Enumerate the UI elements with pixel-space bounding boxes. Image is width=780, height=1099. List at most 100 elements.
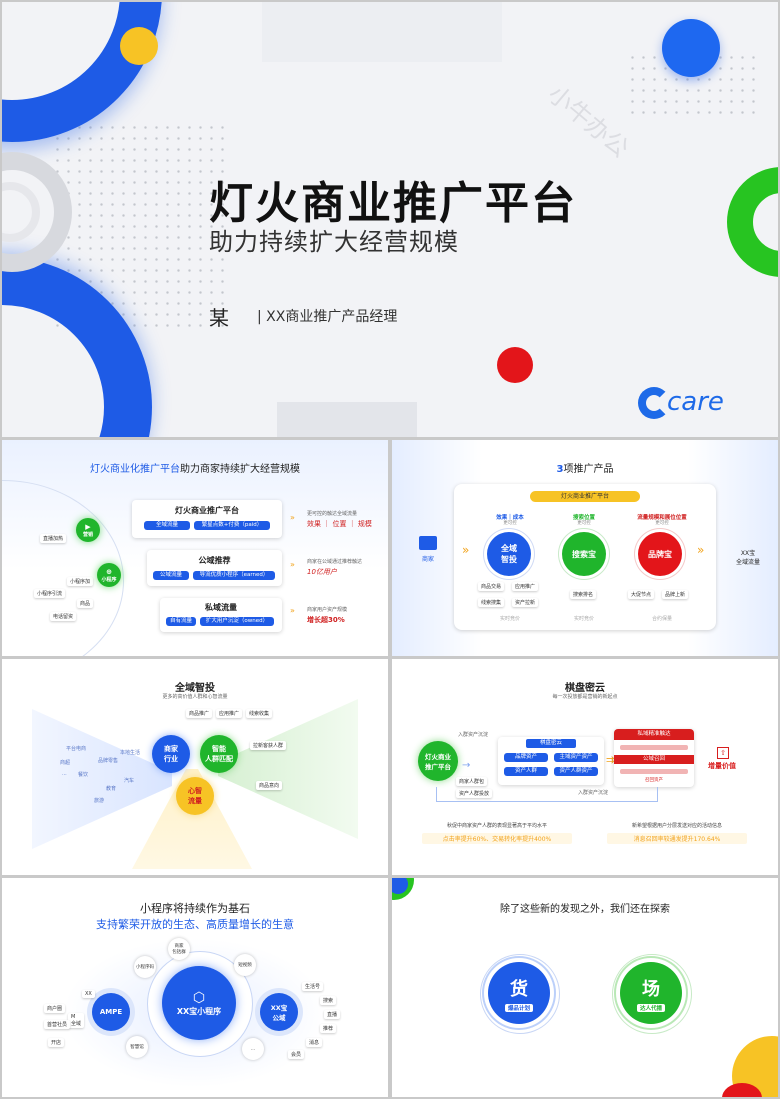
right-tag: 消息: [306, 1038, 323, 1047]
item-tag: 大促节点: [628, 590, 655, 599]
cloud-tag: 主域资产资产: [554, 753, 598, 762]
slide1-title: 灯火商业化推广平台助力商家持续扩大经营规模: [2, 460, 388, 475]
goods-label: 爆品计划: [504, 1003, 533, 1012]
red-dot: [722, 1083, 762, 1097]
arrow-icon: ⇉: [606, 755, 615, 766]
col-sub: 更可控: [577, 521, 591, 526]
slide4-title: 棋盘密云: [565, 683, 605, 694]
col-head: 搜索位置: [572, 515, 595, 521]
col-head: 流量规模和展位位置: [637, 515, 687, 521]
grey-ring-inner: [2, 182, 40, 242]
grey-block: [262, 2, 502, 62]
up-arrow-icon: ⇧: [717, 747, 729, 759]
arrow-icon: »: [290, 560, 295, 569]
circle-platform: 灯火商业 推广平台: [418, 741, 458, 781]
col-sub: 更可控: [655, 521, 669, 526]
circle-merchant: 商家 行业: [152, 735, 190, 773]
blue-arc-top: [2, 2, 162, 142]
ring-tag: 商家 包括群: [168, 938, 190, 960]
miniapp-slide[interactable]: 小程序将持续作为基石 支持繁荣开放的生态、高质量增长的生意 ⬡ XX宝小程序 A…: [2, 878, 388, 1097]
left-tag: 小程序引流: [34, 589, 66, 598]
green-fan: [218, 699, 358, 839]
blue-dot: [662, 19, 720, 77]
slide5-subtitle: 支持繁荣开放的生态、高质量增长的生意: [96, 918, 294, 931]
industry-label: 旅游: [94, 798, 105, 804]
node-label: 营销: [82, 531, 93, 538]
title-number: 3: [556, 464, 564, 475]
title-rest: 助力商家持续扩大经营规模: [180, 464, 300, 475]
cover-slide[interactable]: 灯火商业推广平台 助力持续扩大经营规模 某 | XX商业推广产品经理 care …: [2, 2, 778, 437]
box-title: 私域流量: [205, 603, 237, 612]
left-tag: M 全域: [68, 1013, 85, 1028]
industry-label: 商超: [60, 760, 71, 766]
left-tag: XX: [82, 990, 95, 998]
box-title: 灯火商业推广平台: [175, 506, 239, 515]
note-main: 10亿用户: [307, 568, 337, 576]
box-tag: 繁星点数+付费（paid）: [194, 521, 270, 530]
center-label: XX宝小程序: [176, 1006, 222, 1016]
smart-delivery-slide[interactable]: 全域智投 更多的高价值人群和心智流量 商家 行业 智能 人群匹配 心智 流量 平…: [2, 659, 388, 875]
presenter-name: 某: [209, 306, 229, 330]
loop-line: [436, 787, 658, 802]
node-marketing: ▶营销: [76, 518, 100, 542]
industry-label: 品牌零售: [98, 758, 119, 764]
circle-audience: 智能 人群匹配: [200, 735, 238, 773]
ring-tag: 短视频: [234, 954, 256, 976]
ring-tag: 小程序码: [134, 956, 156, 978]
arrow-icon: →: [462, 760, 471, 771]
explore-slide[interactable]: 除了这些新的发现之外，我们还在探索 货 爆品计划 场 达人代播: [392, 878, 778, 1097]
circle-goods: 货 爆品计划: [488, 962, 550, 1024]
reach-bar: [620, 745, 688, 750]
care-logo-icon: [638, 387, 670, 419]
ring-outer: [480, 954, 560, 1034]
industry-label: 汽车: [124, 778, 135, 784]
ring-tag: ...: [242, 1038, 264, 1060]
play-icon: ▶: [85, 522, 91, 531]
left-tag: 直播加热: [40, 534, 67, 543]
right-tag: 推荐: [320, 1024, 337, 1033]
arrow-icon: »: [290, 606, 295, 615]
box-private: 私域流量 自有流量 扩大用户沉淀（owned）: [160, 598, 282, 632]
reach-box: 私域精准触达 公域召回 召回资产: [614, 729, 694, 787]
scene-label: 达人代播: [636, 1003, 665, 1012]
circle-public: XX宝 公域: [260, 993, 298, 1031]
left-tag: 商户圈: [44, 1004, 66, 1013]
right-tag: 搜索: [320, 996, 337, 1005]
col-foot: 实时竞价: [499, 616, 520, 622]
yellow-dot: [120, 27, 158, 65]
platform-slide[interactable]: 灯火商业化推广平台助力商家持续扩大经营规模 直播加热 小程序加 小程序引流 商品…: [2, 440, 388, 656]
note-sub: 更可控的触达全域流量: [307, 511, 358, 517]
title-rest: 项推广产品: [563, 464, 614, 475]
data-cloud-slide[interactable]: 棋盘密云 每一次投放都是营销的新起点 灯火商业 推广平台 入群资产沉淀 → 棋盘…: [392, 659, 778, 875]
slide2-title: 3项推广产品: [392, 460, 778, 475]
reach-foot: 召回资产: [645, 778, 663, 783]
circle-ampe: AMPE: [92, 993, 130, 1031]
left-tag: 商品: [77, 599, 94, 608]
cloud-tag: 资产人群: [504, 767, 548, 776]
slide4-subtitle: 每一次投放都是营销的新起点: [552, 694, 618, 700]
note-main: 增长超30%: [307, 616, 345, 624]
col-foot: 合约保量: [651, 616, 672, 622]
ring-outer: [612, 954, 692, 1034]
note-main: 效果 ｜ 位置 ｜ 规模: [307, 520, 372, 528]
right-tag: 直播: [324, 1010, 341, 1019]
slide6-title: 除了这些新的发现之外，我们还在探索: [500, 904, 670, 915]
slide3-title: 全域智投: [175, 683, 215, 694]
side-tag: 资产人群投放: [456, 789, 493, 798]
right-tag: 生活号: [302, 982, 324, 991]
col-sub: 更可控: [503, 521, 517, 526]
scene-char: 场: [642, 978, 660, 1000]
products-slide[interactable]: 3项推广产品 灯火商业推广平台 商家 » » XX宝 全域流量 效果｜成本 更可…: [392, 440, 778, 656]
stat-desc: 新希望根据用户分层发送对应的活动信息: [631, 823, 722, 829]
right-tag: 会员: [288, 1050, 305, 1059]
reach-mid: 公域召回: [614, 755, 694, 764]
cloud-tag: 品牌资产: [504, 753, 548, 762]
industry-label: 平台电商: [66, 746, 87, 752]
note-sub: 商家在公域通过推荐触达: [307, 559, 363, 565]
stat-desc: 秋促中商家资产人群的表现显著高于平均水平: [446, 823, 547, 829]
reach-header: 私域精准触达: [614, 729, 694, 740]
slide3-subtitle: 更多的高价值人群和心智流量: [162, 694, 228, 700]
arrow-icon: »: [290, 513, 295, 522]
grey-block: [277, 402, 417, 437]
col-head: 效果｜成本: [496, 515, 524, 521]
